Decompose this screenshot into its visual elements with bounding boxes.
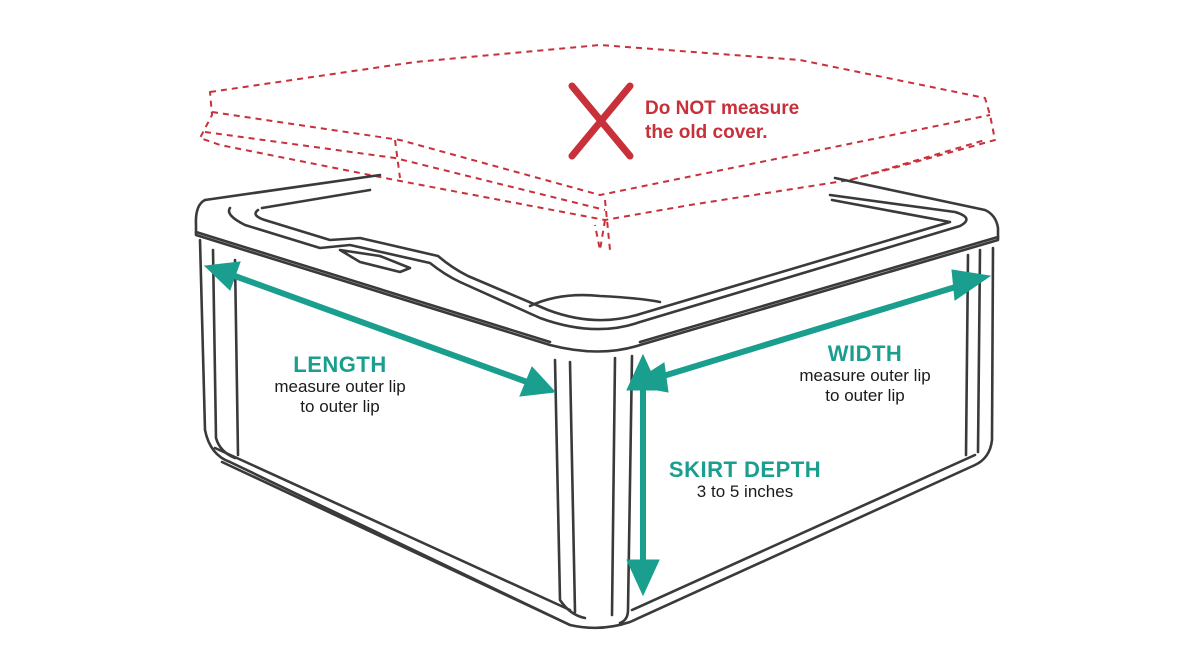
warning-line-2: the old cover.: [645, 121, 768, 143]
warning-text: Do NOT measure the old cover.: [645, 97, 845, 145]
length-label: LENGTH measure outer lip to outer lip: [250, 352, 430, 416]
width-desc-2: to outer lip: [825, 385, 905, 405]
width-desc-1: measure outer lip: [799, 366, 931, 386]
length-desc-2: to outer lip: [300, 396, 380, 416]
skirt-depth-desc: 3 to 5 inches: [696, 482, 794, 502]
length-arrow: [203, 261, 557, 397]
x-mark-icon: [568, 82, 634, 160]
width-label: WIDTH measure outer lip to outer lip: [775, 341, 955, 405]
length-desc-1: measure outer lip: [274, 377, 406, 397]
skirt-depth-label: SKIRT DEPTH 3 to 5 inches: [650, 457, 840, 502]
width-title: WIDTH: [827, 341, 903, 366]
hot-tub-shell: [194, 173, 1000, 630]
warning-line-1: Do NOT measure: [645, 98, 800, 119]
skirt-depth-arrow: [626, 353, 660, 597]
skirt-depth-title: SKIRT DEPTH: [668, 457, 822, 482]
old-cover-outline: [199, 44, 996, 251]
length-title: LENGTH: [293, 352, 387, 377]
